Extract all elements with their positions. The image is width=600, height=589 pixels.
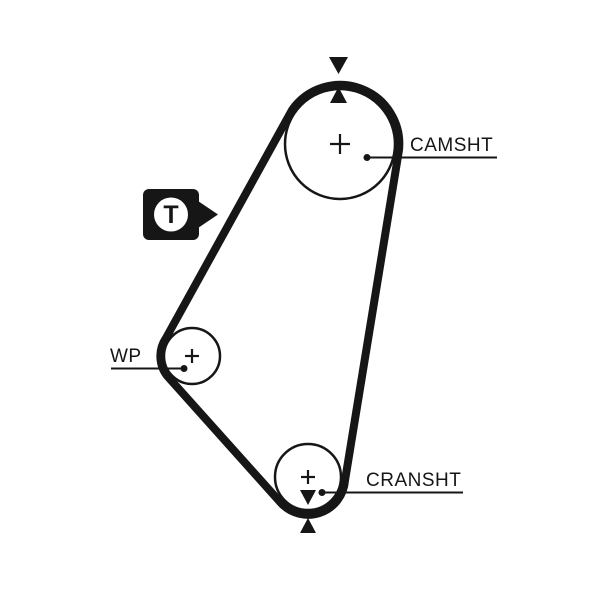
top-outer-timing-mark-icon [329, 57, 348, 74]
tensioner-letter: T [163, 201, 178, 229]
water-pump-center-plus-icon [185, 349, 199, 363]
bottom-inner-timing-mark-icon [300, 490, 316, 505]
camshaft-center-plus-icon [330, 134, 350, 154]
water-pump-callout: WP [110, 346, 188, 372]
timing-belt [156, 80, 404, 519]
crankshaft-label: CRANSHT [366, 470, 461, 491]
tensioner-circle [154, 197, 188, 232]
tensioner-marker: T [143, 189, 218, 240]
camshaft-label: CAMSHT [410, 135, 493, 156]
water-pump-label: WP [110, 346, 142, 367]
water-pump-leader-dot [180, 365, 188, 372]
crankshaft-callout: CRANSHT [318, 470, 463, 496]
crankshaft-center-plus-icon [301, 470, 315, 484]
bottom-outer-timing-mark-icon [300, 518, 316, 533]
top-inner-timing-mark-icon [330, 87, 347, 103]
camshaft-leader-dot [363, 154, 371, 161]
tensioner-arrow-icon [198, 201, 218, 228]
crankshaft-leader-dot [318, 489, 326, 496]
camshaft-callout: CAMSHT [363, 135, 497, 161]
